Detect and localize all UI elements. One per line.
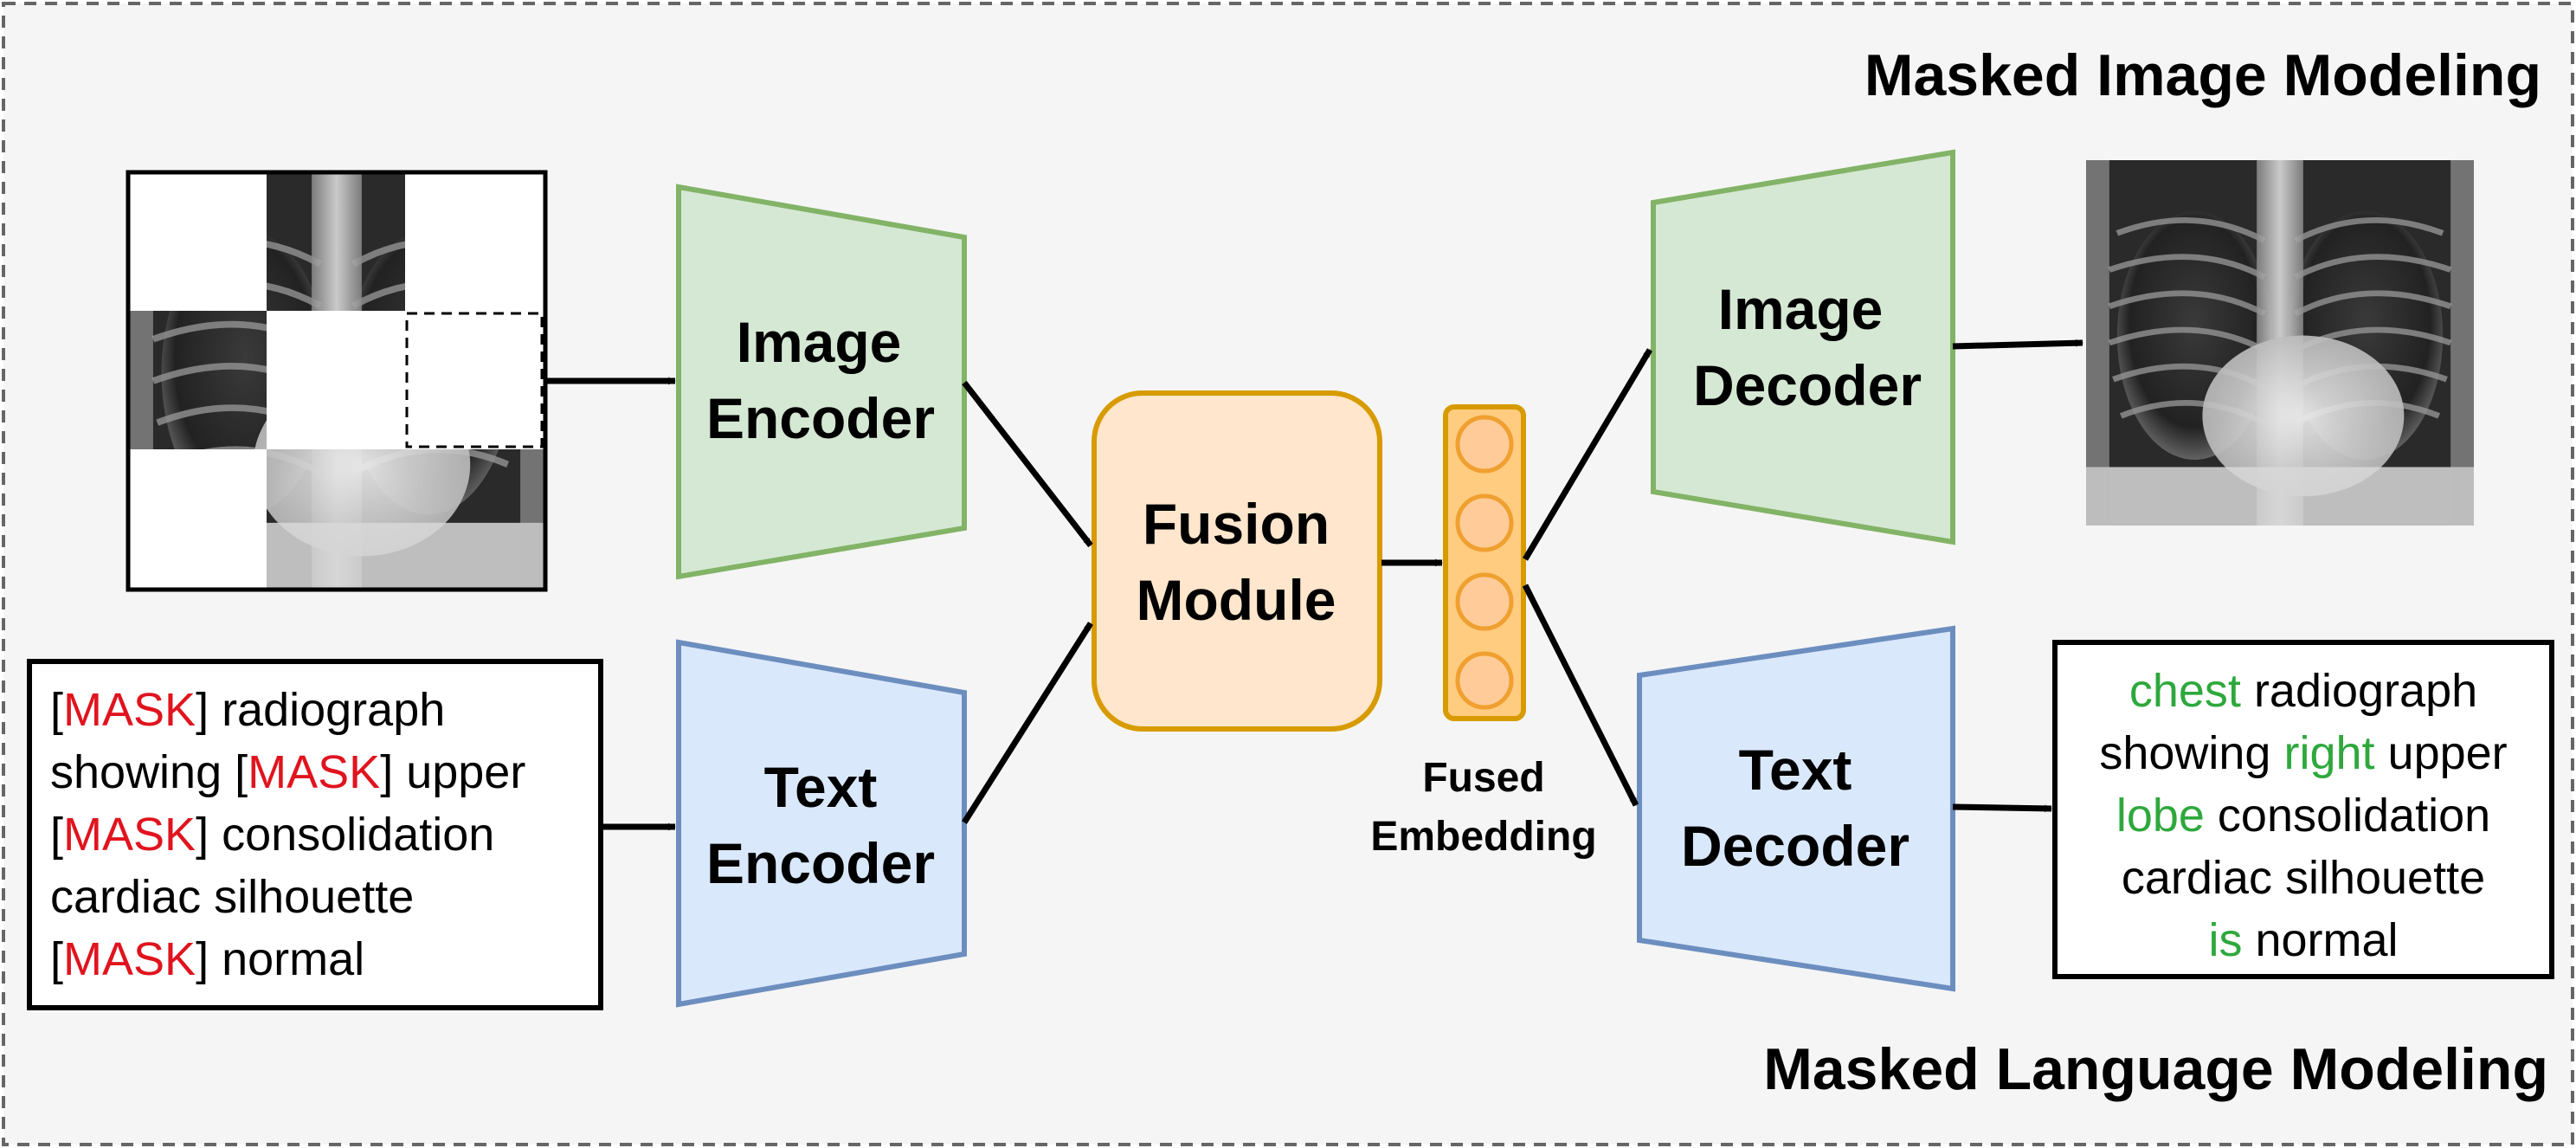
highlighted-token: is [2208, 914, 2242, 966]
fusion-module-label-2: Module [1137, 568, 1336, 632]
arrow-image-decoder-to-output [1952, 339, 2083, 350]
report-word: ] normal [196, 933, 364, 985]
text-encoder-label-1: Text [764, 755, 878, 819]
report-word: showing [2099, 727, 2283, 779]
highlighted-token: right [2283, 727, 2374, 779]
output-report-line: lobe consolidation [2116, 790, 2490, 842]
fusion-module-block: Fusion Module [1092, 390, 1382, 732]
image-encoder-label-1: Image [737, 310, 902, 374]
input-report-line: [MASK] consolidation [50, 809, 494, 861]
report-word: radiograph [2241, 665, 2477, 717]
output-report-line: is normal [2208, 914, 2398, 966]
report-word: showing [ [50, 746, 248, 798]
report-word: consolidation [2205, 790, 2490, 842]
highlighted-token: MASK [63, 809, 196, 861]
text-decoder-label-1: Text [1739, 738, 1852, 802]
report-word: [ [50, 809, 63, 861]
image-decoder-label-1: Image [1718, 277, 1884, 341]
highlighted-token: MASK [63, 933, 196, 985]
text-encoder-label-2: Encoder [706, 831, 935, 895]
masked-input-image [126, 170, 548, 592]
masked-patch-outline [405, 312, 544, 448]
fusion-module-label-1: Fusion [1143, 492, 1330, 556]
image-encoder-block: Image Encoder [676, 184, 967, 580]
highlighted-token: chest [2129, 665, 2241, 717]
image-encoder-label-2: Encoder [706, 386, 935, 450]
input-report-line: [MASK] radiograph [50, 684, 445, 736]
highlighted-token: MASK [248, 746, 380, 798]
report-word: [ [50, 684, 63, 736]
masked-image-modeling-title: Masked Image Modeling [1864, 42, 2541, 108]
output-report-line: showing right upper [2099, 727, 2507, 779]
masked-language-modeling-title: Masked Language Modeling [1763, 1036, 2548, 1102]
output-report-text: chest radiograph showing right upper lobe … [2099, 665, 2507, 966]
report-word: ] consolidation [196, 809, 494, 861]
report-word: upper [2375, 727, 2508, 779]
fused-embedding-vector: Fused Embedding [1370, 404, 1597, 860]
text-decoder-label-2: Decoder [1681, 814, 1909, 878]
fused-embedding-label-2: Embedding [1370, 814, 1596, 860]
output-report-line: cardiac silhouette [2122, 852, 2485, 904]
report-word: [ [50, 933, 63, 985]
highlighted-token: MASK [63, 684, 196, 736]
report-word: normal [2242, 914, 2398, 966]
text-encoder-block: Text Encoder [676, 639, 967, 1008]
fused-embedding-label-1: Fused [1422, 755, 1544, 801]
arrow-image-encoder-to-fusion [962, 380, 1093, 548]
arrow-text-decoder-to-output [1952, 803, 2052, 813]
highlighted-token: lobe [2116, 790, 2205, 842]
arrow-text-encoder-to-fusion [962, 622, 1093, 824]
report-word: ] upper [380, 746, 525, 798]
arrow-embedding-to-image-decoder [1522, 348, 1653, 561]
report-word: cardiac silhouette [2122, 852, 2485, 904]
image-decoder-label-2: Decoder [1693, 353, 1922, 417]
output-report-line: chest radiograph [2129, 665, 2477, 717]
input-report-line: [MASK] normal [50, 933, 364, 985]
input-report-line: cardiac silhouette [50, 871, 414, 923]
image-decoder-block: Image Decoder [1651, 149, 1955, 545]
report-word: ] radiograph [196, 684, 445, 736]
output-report-box: chest radiograph showing right upper lobe … [2052, 640, 2554, 979]
reconstructed-output-image [2086, 160, 2474, 526]
arrow-embedding-to-text-decoder [1522, 584, 1639, 807]
text-decoder-block: Text Decoder [1637, 625, 1955, 992]
input-report-line: showing [MASK] upper [50, 746, 525, 798]
report-word: cardiac silhouette [50, 871, 414, 923]
